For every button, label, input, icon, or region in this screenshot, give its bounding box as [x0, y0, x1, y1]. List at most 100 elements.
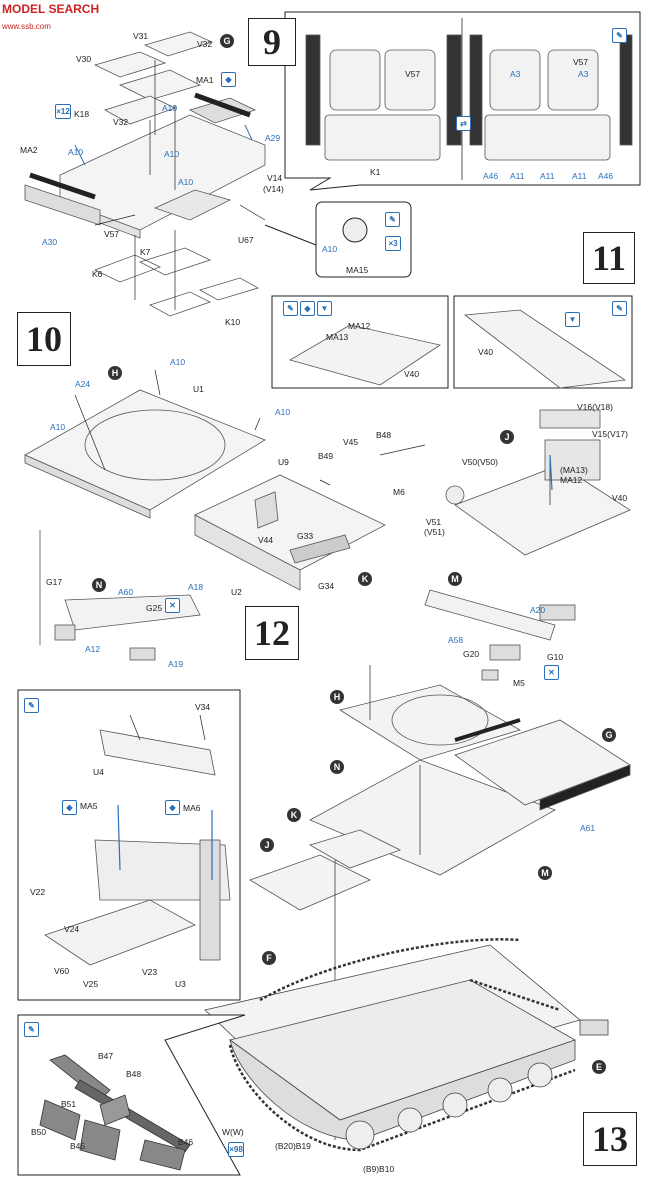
- part-label: A10: [322, 244, 338, 254]
- part-label: A10: [275, 407, 291, 417]
- quantity-x98-icon: ×98: [228, 1142, 244, 1157]
- subassembly-g-marker-2: G: [602, 728, 616, 742]
- part-label: (MA13): [560, 465, 588, 475]
- hull-floor-j: [445, 409, 631, 556]
- quantity-x3-icon: ×3: [385, 236, 401, 251]
- part-label: MA13: [326, 332, 349, 342]
- subassembly-k-marker: K: [358, 572, 372, 586]
- part-label: MA5: [80, 801, 98, 811]
- part-label: V22: [30, 887, 46, 897]
- track-links: [228, 938, 576, 1152]
- part-label: A10: [68, 147, 84, 157]
- part-label: V32: [197, 39, 213, 49]
- part-label: A19: [168, 659, 184, 669]
- part-label: K6: [92, 269, 103, 279]
- glue-icon-2: ◆: [300, 301, 315, 316]
- part-label: K18: [74, 109, 90, 119]
- part-label: V31: [133, 31, 149, 41]
- subassembly-m-marker: M: [448, 572, 462, 586]
- part-label: A11: [540, 171, 555, 181]
- step-number-11: 11: [583, 232, 635, 284]
- part-label: V57: [104, 229, 120, 239]
- part-label: V60: [54, 966, 70, 976]
- part-label: A20: [530, 605, 546, 615]
- part-label: B48: [126, 1069, 142, 1079]
- part-label: V45: [343, 437, 359, 447]
- step-number-13: 13: [583, 1112, 637, 1166]
- cut-icon: ▼: [317, 301, 332, 316]
- part-label: B45: [70, 1141, 86, 1151]
- part-label: K7: [140, 247, 151, 257]
- part-label: A3: [510, 69, 521, 79]
- part-label: A29: [265, 133, 281, 143]
- part-label: A10: [164, 149, 180, 159]
- part-label: G10: [547, 652, 564, 662]
- part-label: G17: [46, 577, 63, 587]
- subassembly-k-marker-2: K: [287, 808, 301, 822]
- part-label: A10: [50, 422, 66, 432]
- hull-main-assembly: [249, 684, 631, 911]
- part-label: A10: [170, 357, 186, 367]
- part-label: V44: [258, 535, 274, 545]
- subassembly-f-marker: F: [262, 951, 276, 965]
- glue-icon: ◆: [221, 72, 236, 87]
- step-number-9: 9: [248, 18, 296, 66]
- part-label: V15(V17): [592, 429, 628, 439]
- part-label: MA1: [196, 75, 214, 85]
- part-label: V25: [83, 979, 99, 989]
- part-label: (V51): [424, 527, 445, 537]
- drill-icon: ✕: [165, 598, 180, 613]
- part-label: V40: [612, 493, 628, 503]
- part-label: K10: [225, 317, 241, 327]
- subassembly-n-marker: N: [92, 578, 106, 592]
- part-label: A18: [188, 582, 204, 592]
- cement-icon-3: ✎: [283, 301, 298, 316]
- part-label: (V14): [263, 184, 284, 194]
- subassembly-j-marker-2: J: [260, 838, 274, 852]
- subassembly-n-marker-2: N: [330, 760, 344, 774]
- part-label: U4: [93, 767, 104, 777]
- cement-icon-4: ✎: [612, 301, 627, 316]
- part-label: A11: [510, 171, 525, 181]
- part-label: A58: [448, 635, 464, 645]
- flip-view-icon: ⇄: [456, 116, 471, 131]
- part-label: V51: [426, 517, 442, 527]
- part-label: U2: [231, 587, 242, 597]
- part-label: MA15: [346, 265, 369, 275]
- part-label: (B20)B19: [275, 1141, 311, 1151]
- part-label: B48: [376, 430, 392, 440]
- subassembly-j-marker: J: [500, 430, 514, 444]
- part-label: A3: [578, 69, 589, 79]
- part-label: MA12: [348, 321, 371, 331]
- cement-icon-6: ✎: [24, 1022, 39, 1037]
- cut-icon-2: ▼: [565, 312, 580, 327]
- part-label: A10: [178, 177, 194, 187]
- part-label: A10: [162, 103, 178, 113]
- watermark-site: www.ssb.com: [2, 22, 51, 31]
- part-label: V24: [64, 924, 80, 934]
- part-label: U3: [175, 979, 186, 989]
- part-label: MA2: [20, 145, 38, 155]
- drill-icon-2: ✕: [544, 665, 559, 680]
- part-label: A60: [118, 587, 134, 597]
- part-label: G25: [146, 603, 163, 613]
- part-label: A30: [42, 237, 58, 247]
- detail-callout-13: [17, 1014, 246, 1176]
- cement-icon-2: ✎: [385, 212, 400, 227]
- part-label: A11: [572, 171, 587, 181]
- part-label: A46: [483, 171, 499, 181]
- watermark-brand: MODEL SEARCH: [2, 2, 100, 16]
- step-number-10: 10: [17, 312, 71, 366]
- part-label: V57: [405, 69, 421, 79]
- glue-icon-3: ◆: [62, 800, 77, 815]
- cement-icon-5: ✎: [24, 698, 39, 713]
- part-label: V23: [142, 967, 158, 977]
- part-label: V40: [478, 347, 494, 357]
- part-label: G34: [318, 581, 335, 591]
- part-label: MA12: [560, 475, 583, 485]
- part-label: B49: [318, 451, 334, 461]
- machine-gun-parts: [39, 1054, 191, 1171]
- cement-icon: ✎: [612, 28, 627, 43]
- chassis-with-tracks: [204, 944, 581, 1141]
